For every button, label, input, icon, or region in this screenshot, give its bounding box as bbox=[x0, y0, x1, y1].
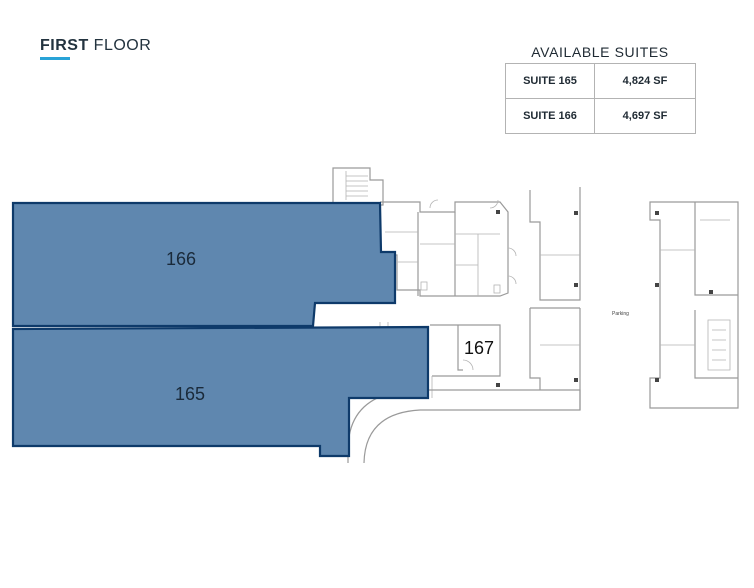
suite-165-label: 165 bbox=[175, 384, 205, 404]
parking-bays-center bbox=[529, 187, 581, 410]
title-underline bbox=[40, 57, 70, 60]
table-row: SUITE 165 4,824 SF bbox=[505, 63, 696, 99]
suite-area-cell: 4,824 SF bbox=[594, 63, 696, 99]
core-rooms bbox=[380, 199, 517, 297]
suite-name-cell: SUITE 165 bbox=[505, 63, 595, 99]
suite-167-label: 167 bbox=[464, 338, 494, 358]
parking-label: Parking bbox=[612, 311, 629, 317]
suite-166-label: 166 bbox=[166, 249, 196, 269]
available-suites-heading: AVAILABLE SUITES bbox=[531, 44, 669, 60]
building-east bbox=[649, 201, 739, 409]
suite-name-cell: SUITE 166 bbox=[505, 98, 595, 134]
lobby bbox=[379, 322, 501, 398]
suite-166-area[interactable] bbox=[11, 201, 397, 328]
available-suites-table: SUITE 165 4,824 SF SUITE 166 4,697 SF bbox=[505, 63, 696, 134]
curved-walkway bbox=[347, 389, 581, 464]
column-marks bbox=[496, 210, 713, 387]
floor-title-bold: FIRST bbox=[40, 37, 89, 54]
floor-title-rest: FLOOR bbox=[93, 37, 152, 54]
stairwell-top bbox=[332, 167, 384, 206]
suite-165-area[interactable] bbox=[11, 325, 430, 458]
suite-area-cell: 4,697 SF bbox=[594, 98, 696, 134]
table-row: SUITE 166 4,697 SF bbox=[505, 98, 696, 134]
floor-title: FIRST FLOOR bbox=[40, 37, 151, 55]
